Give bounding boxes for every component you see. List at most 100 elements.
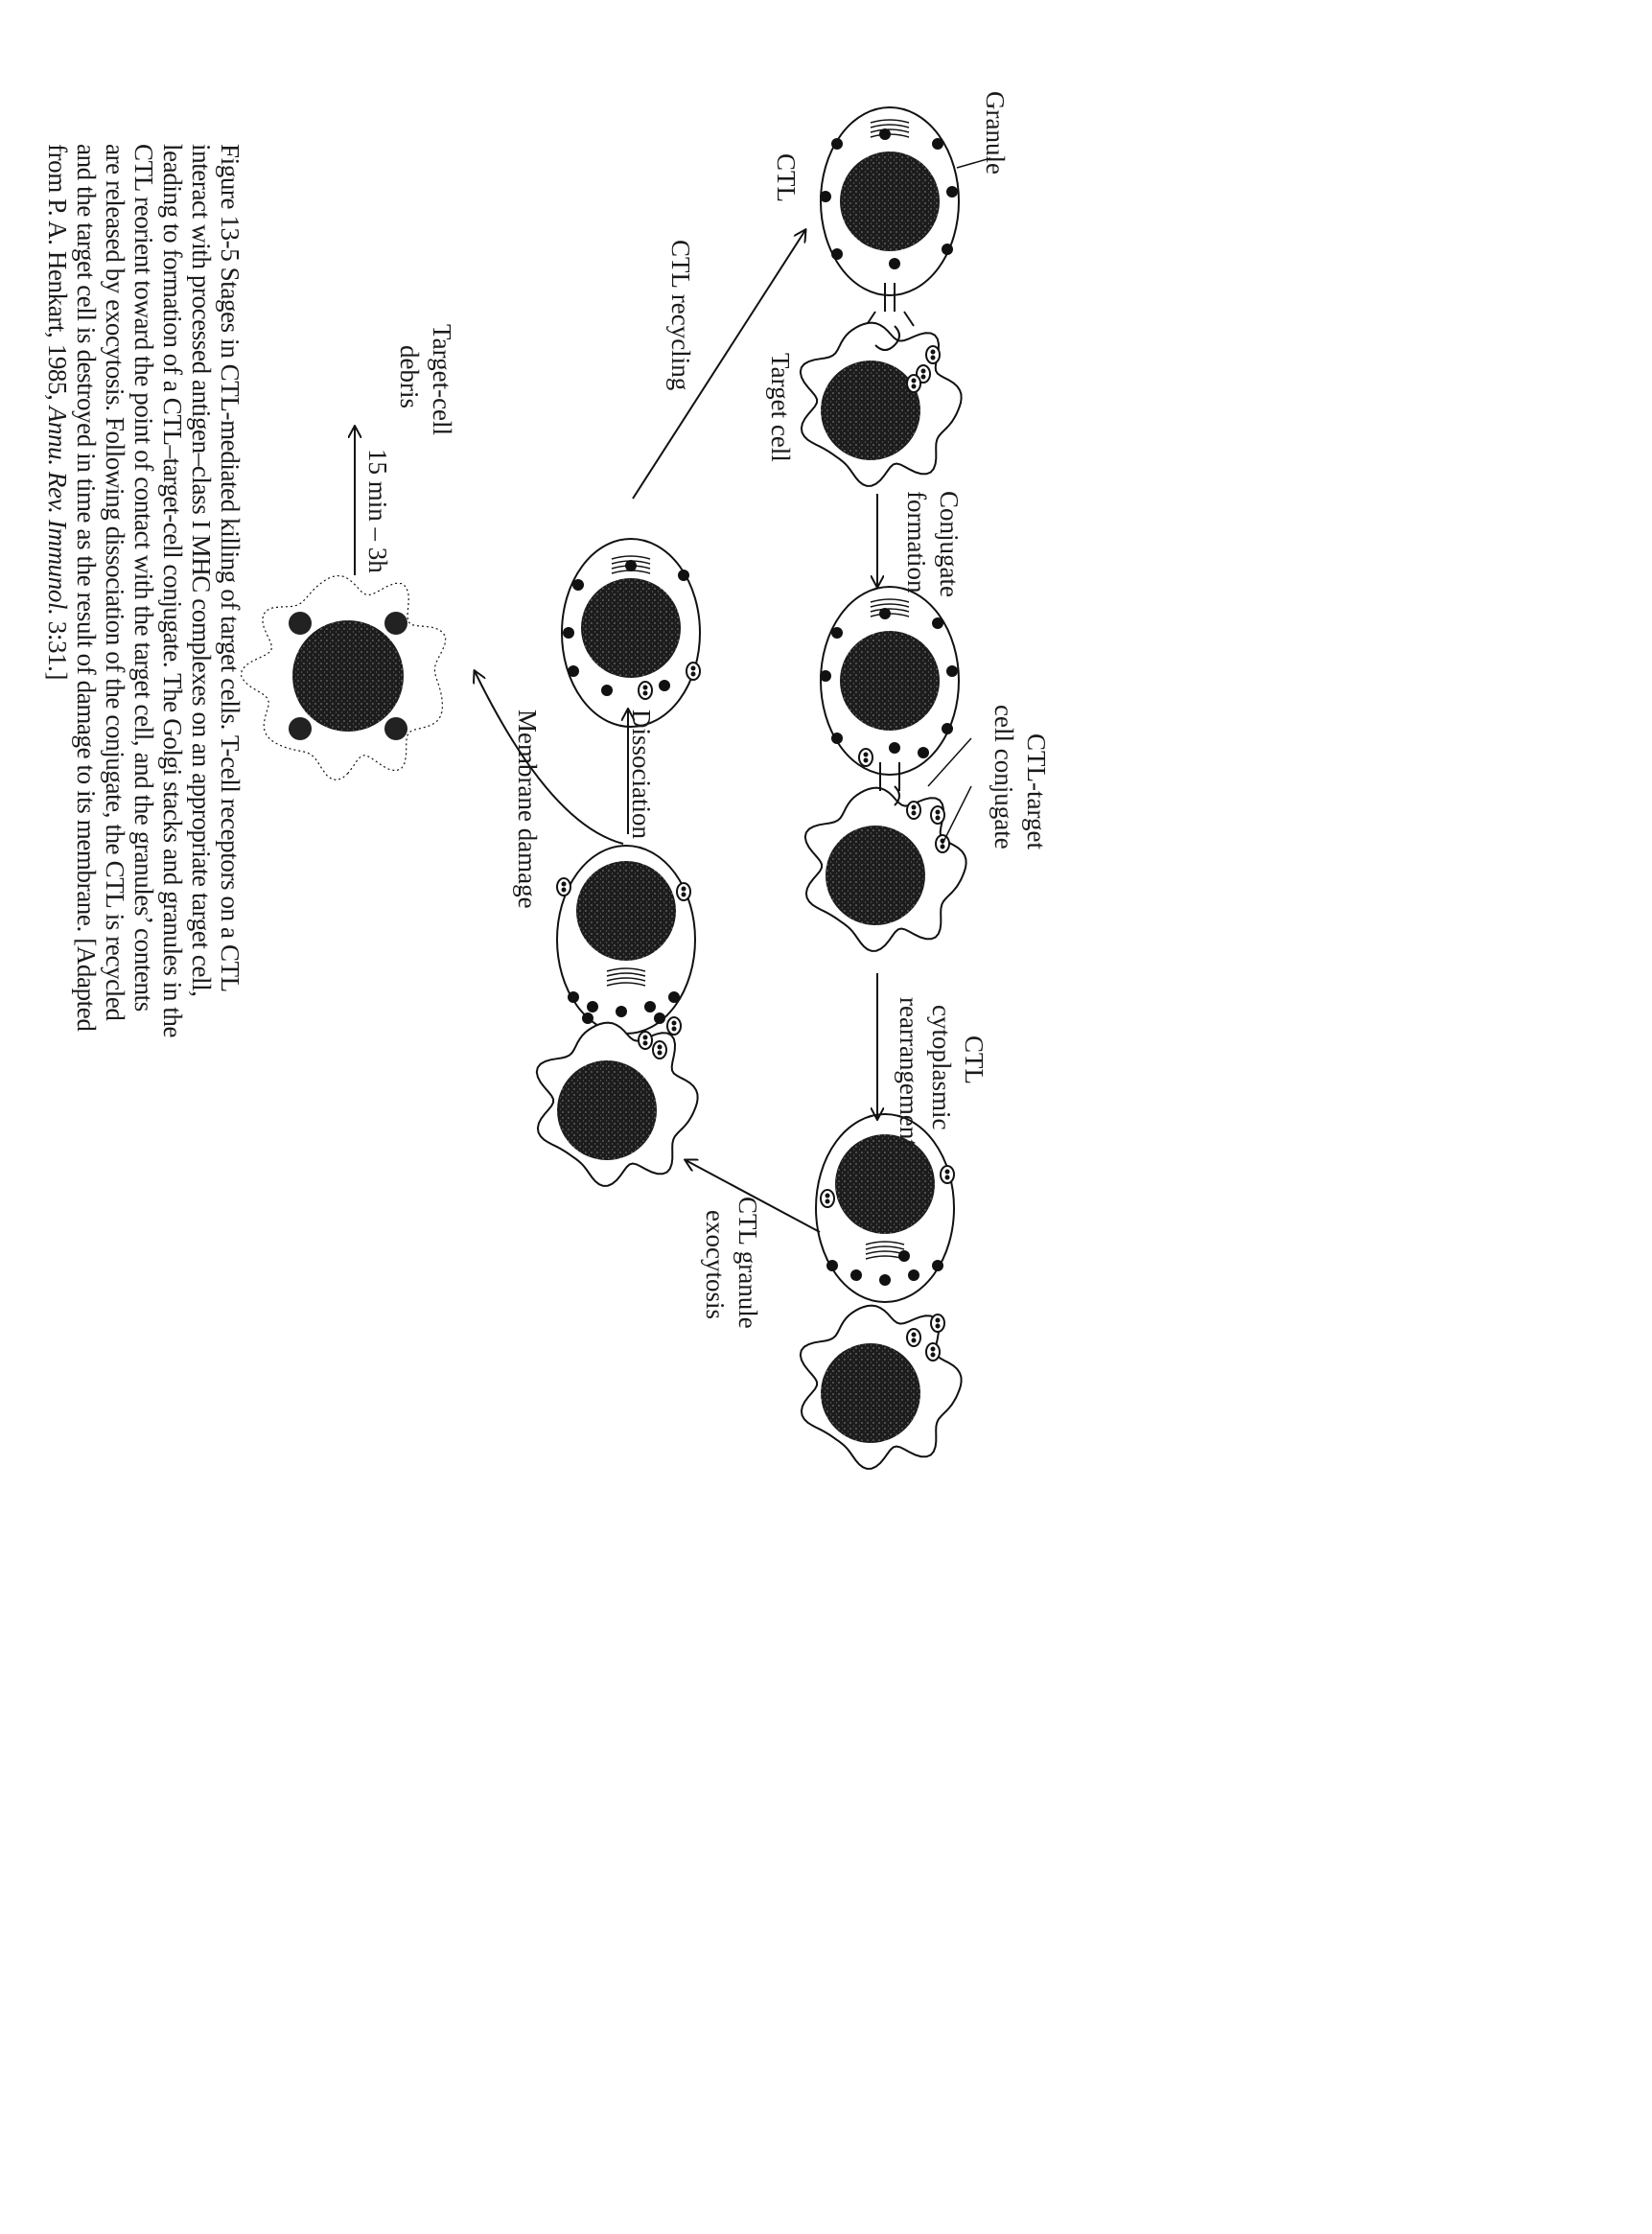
label-line: CTL-target: [1022, 733, 1051, 849]
granule-icon: [946, 186, 958, 198]
figure-caption: Figure 13-5 Stages in CTL-mediated killi…: [43, 144, 244, 1037]
label-ctl: CTL: [772, 153, 801, 202]
granule-icon: [932, 138, 943, 150]
organelle-outline: [906, 801, 921, 820]
organelle-icon: [930, 805, 945, 825]
ctl-nucleus: [840, 631, 940, 731]
granule-icon: [587, 1001, 598, 1012]
granule-icon: [572, 579, 584, 591]
granule-icon: [831, 248, 843, 260]
organelle-outline: [930, 1314, 945, 1333]
target-cell-debris-nucleus: [292, 620, 404, 732]
golgi-stack: [606, 972, 646, 977]
organelle-icon: [940, 1165, 955, 1184]
granule-icon: [831, 627, 843, 639]
organelle-dot: [825, 1193, 830, 1198]
golgi-stack: [870, 128, 910, 133]
organelle-outline: [930, 805, 945, 825]
citation-authors: from P. A. Henkart, 1985,: [43, 144, 72, 407]
ctl-nucleus: [576, 861, 676, 961]
golgi-stack: [870, 603, 910, 608]
organelle-icon: [652, 1040, 667, 1059]
organelle-icon: [925, 345, 941, 364]
granule-icon: [616, 1006, 627, 1017]
granule-icon: [918, 747, 929, 758]
golgi-stack: [870, 124, 910, 128]
label-cytoplasmic-rearrangement: CTL cytoplasmic rearrangement: [893, 997, 990, 1147]
granule-icon: [932, 617, 943, 629]
organelle-dot: [642, 1035, 648, 1040]
granule-icon: [678, 570, 689, 581]
organelle-dot: [671, 1020, 677, 1026]
granule-icon: [932, 1260, 943, 1271]
mhc-complex-icon: [874, 325, 900, 351]
organelle-outline: [820, 1189, 835, 1208]
organelle-dot: [930, 1352, 936, 1358]
granule-icon: [826, 1260, 838, 1271]
label-granule: Granule: [981, 91, 1010, 175]
organelle-icon: [906, 1328, 921, 1347]
organelle-dot: [944, 1175, 950, 1180]
organelle-dot: [690, 665, 696, 671]
golgi-stack: [611, 565, 651, 570]
organelle-icon: [638, 681, 653, 700]
golgi-icon: [611, 555, 651, 574]
conjugate-pointer-target: [942, 785, 972, 845]
label-ctl-target-conjugate: CTL-target cell conjugate: [988, 705, 1053, 849]
golgi-icon: [606, 967, 646, 987]
label-membrane-damage: Membrane damage: [513, 710, 542, 909]
organelle-dot: [657, 1044, 663, 1050]
granule-icon: [601, 685, 613, 696]
organelle-dot: [825, 1198, 830, 1204]
golgi-stack: [870, 119, 910, 124]
organelle-icon: [906, 374, 921, 393]
caption-line: from P. A. Henkart, 1985, Annu. Rev. Imm…: [43, 144, 72, 1037]
organelle-dot: [681, 886, 686, 892]
membrane-damage-arrow: [475, 671, 624, 845]
caption-line: Figure 13-5 Stages in CTL-mediated killi…: [216, 144, 244, 992]
granule-icon: [820, 670, 831, 682]
organelle-outline: [638, 1031, 653, 1050]
debris-fragment: [289, 612, 312, 635]
golgi-stack: [865, 1255, 905, 1260]
granule-icon: [831, 138, 843, 150]
label-line: CTL granule: [733, 1197, 762, 1329]
citation-volume: 3:31.]: [43, 615, 72, 681]
golgi-stack: [611, 555, 651, 560]
organelle-icon: [858, 748, 873, 767]
organelle-icon: [676, 882, 691, 901]
label-line: Target-cell: [428, 324, 456, 436]
granule-icon: [942, 244, 953, 255]
organelle-icon: [906, 801, 921, 820]
granule-icon: [850, 1269, 862, 1281]
label-granule-exocytosis: CTL granule exocytosis: [699, 1197, 764, 1329]
golgi-stack: [870, 133, 910, 138]
citation-journal: Annu. Rev. Immunol.: [43, 406, 72, 616]
golgi-icon: [870, 119, 910, 138]
organelle-outline: [906, 1328, 921, 1347]
organelle-dot: [681, 892, 686, 897]
organelle-dot: [911, 378, 917, 384]
ctl-cell-initial: [820, 106, 960, 296]
granule-icon: [820, 191, 831, 202]
organelle-dot: [911, 804, 917, 810]
golgi-stack: [606, 967, 646, 972]
target-cell-conjugate-nucleus: [826, 826, 925, 925]
ctl-nucleus: [835, 1134, 935, 1234]
label-line: Conjugate: [935, 491, 964, 597]
ctl-cell-rearranged: [815, 1113, 955, 1303]
granule-icon: [568, 991, 579, 1003]
granule-icon: [644, 1001, 656, 1012]
organelle-icon: [930, 1314, 945, 1333]
organelle-dot: [930, 349, 936, 355]
organelle-outline: [925, 345, 941, 364]
granule-pointer-line: [956, 157, 991, 169]
ctl-cell-exocytosis: [556, 845, 696, 1035]
organelle-outline: [652, 1040, 667, 1059]
organelle-outline: [906, 374, 921, 393]
organelle-icon: [820, 1189, 835, 1208]
golgi-icon: [865, 1241, 905, 1260]
organelle-dot: [930, 1346, 936, 1352]
target-cell-damaged-nucleus: [557, 1060, 657, 1160]
